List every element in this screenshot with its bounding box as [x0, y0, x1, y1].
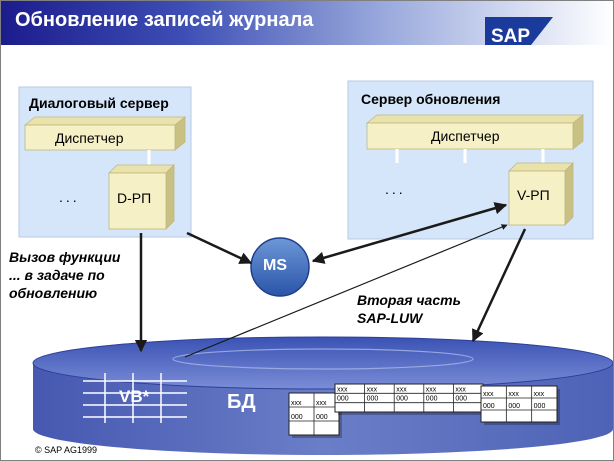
vb-table-label: VB* — [119, 387, 150, 406]
update-dispatcher-label: Диспетчер — [431, 128, 500, 144]
dialog-server-panel — [18, 86, 192, 238]
update-work-process-box — [508, 162, 574, 226]
sap-logo: SAP — [485, 17, 553, 47]
table-cell-text: xxx — [291, 400, 302, 407]
message-server — [250, 237, 310, 297]
copyright: © SAP AG1999 — [35, 445, 98, 455]
update-server-title: Сервер обновления — [361, 91, 501, 107]
database-label: БД — [227, 391, 256, 413]
message-server-label: MS — [263, 257, 287, 274]
arrow-ms-update — [311, 202, 508, 264]
table-cell-text: 000 — [508, 403, 520, 410]
sap-logo-text: SAP — [491, 26, 530, 47]
dialog-more-processes: ... — [59, 189, 80, 205]
dialog-dispatcher-box — [23, 116, 187, 151]
call-function-note: Вызов функции ... в задаче по обновлению — [9, 248, 120, 302]
database-tables: xxx 000 xxx 000 xxx 000 xxx 000 xxx 000 xxx 000 xxx 0… — [288, 383, 560, 438]
data-table: xxx 000 xxx 000 — [288, 392, 342, 438]
table-cell-text: xxx — [455, 386, 466, 393]
arrow-update-to-db — [471, 228, 527, 343]
table-cell-text: 000 — [291, 414, 303, 421]
update-dispatcher-box — [365, 114, 585, 150]
table-cell-text: 000 — [396, 396, 408, 403]
vb-table-grid — [83, 373, 187, 423]
table-cell-text: xxx — [396, 386, 407, 393]
arrow-db-to-update — [184, 224, 508, 358]
table-cell-text: xxx — [508, 391, 519, 398]
data-table: xxx 000 xxx 000 xxx 000 xxx 000 xxx 000 — [334, 383, 486, 415]
call-function-line: ... в задаче по — [9, 267, 105, 283]
table-cell-text: 000 — [337, 396, 349, 403]
call-function-line: Вызов функции — [9, 249, 121, 265]
table-cell-text: xxx — [316, 400, 327, 407]
table-cell-text: 000 — [455, 396, 467, 403]
table-cell-text: xxx — [367, 386, 378, 393]
table-cell-text: xxx — [426, 386, 437, 393]
dialog-work-process-box — [108, 164, 175, 230]
table-cell-text: 000 — [316, 414, 328, 421]
dialog-work-process-label: D-РП — [117, 190, 152, 206]
second-part-line: Вторая часть — [357, 292, 461, 308]
slide-title: Обновление записей журнала — [15, 9, 314, 31]
second-part-note: Вторая часть SAP-LUW — [357, 291, 461, 327]
table-cell-text: 000 — [534, 403, 546, 410]
update-more-processes: ... — [385, 181, 406, 197]
table-cell-text: 000 — [483, 403, 495, 410]
arrow-dialog-to-ms — [186, 231, 253, 265]
arrows — [134, 202, 527, 358]
update-work-process-label: V-РП — [517, 187, 550, 203]
table-cell-text: xxx — [483, 391, 494, 398]
table-cell-text: xxx — [337, 386, 348, 393]
call-function-line: обновлению — [9, 285, 98, 301]
data-table: xxx 000 xxx 000 xxx 000 — [480, 385, 560, 425]
table-cell-text: 000 — [426, 396, 438, 403]
table-cell-text: xxx — [534, 391, 545, 398]
dialog-dispatcher-label: Диспетчер — [55, 130, 124, 146]
table-cell-text: 000 — [367, 396, 379, 403]
second-part-line: SAP-LUW — [357, 310, 423, 326]
dialog-server-title: Диалоговый сервер — [29, 95, 169, 111]
